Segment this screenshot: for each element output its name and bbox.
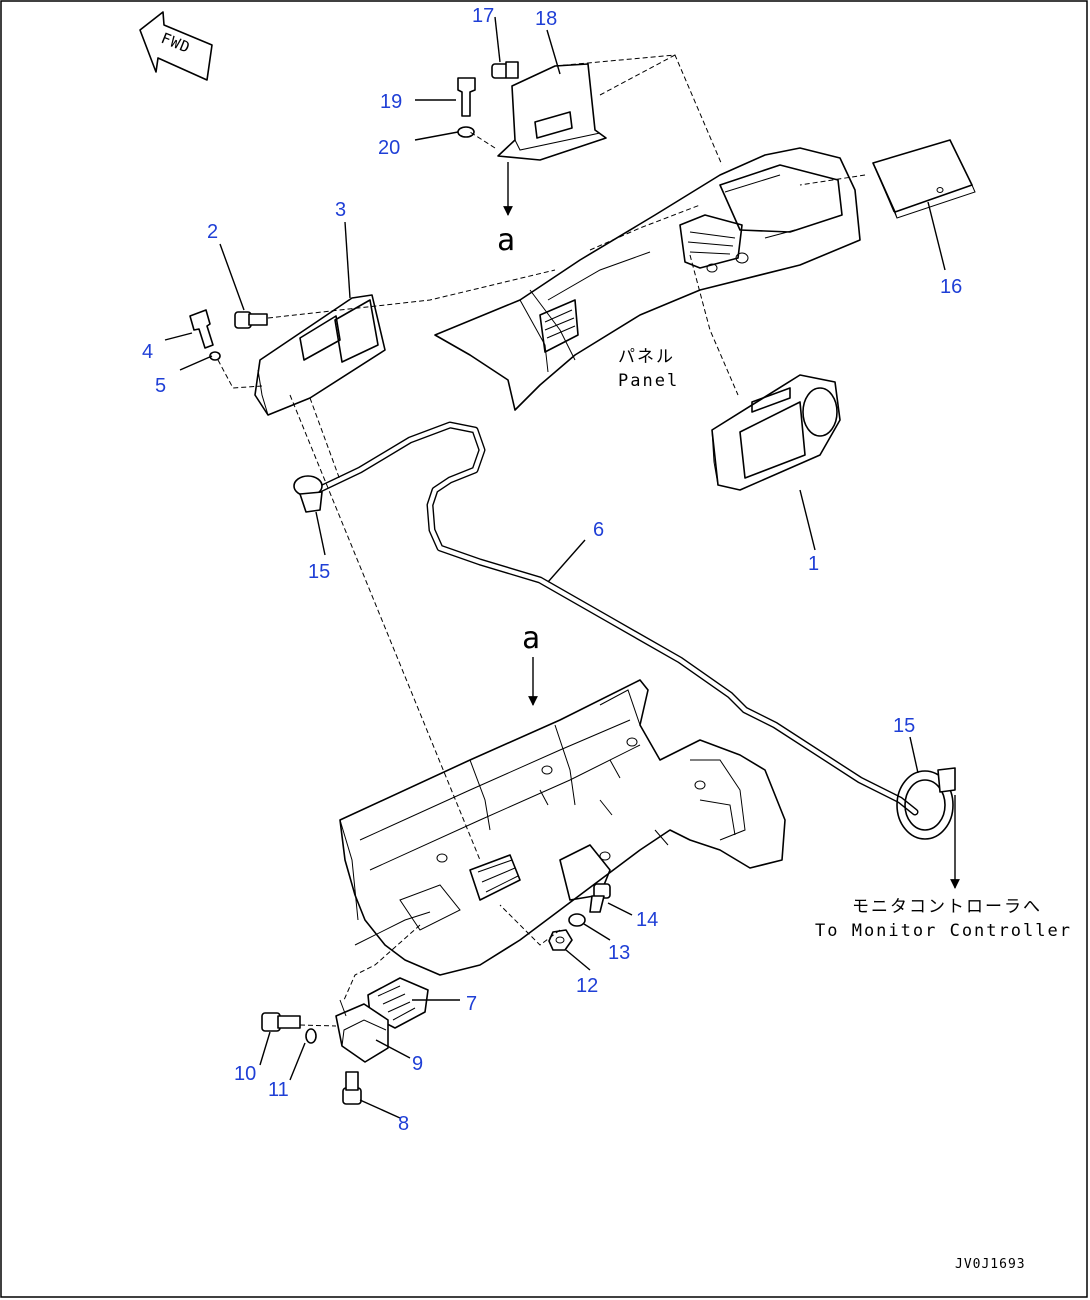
- part-number-14: 14: [636, 909, 658, 931]
- part-number-15-left: 15: [308, 561, 330, 583]
- panel-label-en: Panel: [618, 371, 679, 391]
- part-number-20: 20: [378, 137, 400, 159]
- part-number-10: 10: [234, 1063, 256, 1085]
- part-number-7: 7: [466, 993, 477, 1015]
- part-number-1: 1: [808, 553, 819, 575]
- washer-20: [457, 126, 475, 138]
- part-number-16: 16: [940, 276, 962, 298]
- clamp-15-left: [293, 475, 323, 513]
- fwd-arrow-icon: FWD: [139, 11, 213, 81]
- part-number-12: 12: [576, 975, 598, 997]
- wire-harness-6: [314, 421, 919, 816]
- module-16: [872, 139, 976, 219]
- nut-12: [548, 929, 573, 951]
- bolt-10: [261, 1012, 301, 1032]
- drawing-code: JV0J1693: [955, 1257, 1026, 1272]
- bolt-19: [457, 77, 476, 117]
- destination-label-en: To Monitor Controller: [815, 921, 1072, 941]
- part-number-13: 13: [608, 942, 630, 964]
- washer-11: [305, 1028, 317, 1044]
- view-label-a-top: a: [497, 223, 515, 258]
- bolt-4: [189, 309, 214, 349]
- bracket-9: [335, 999, 389, 1063]
- dashboard-frame-structure: [339, 679, 786, 976]
- fwd-label: FWD: [159, 29, 194, 57]
- plate-3: [254, 294, 386, 416]
- part-number-9: 9: [412, 1053, 423, 1075]
- part-number-labels: 17 18 19 20 2 3 4 5 16 1 6 15 15 14 13 1…: [142, 5, 962, 1135]
- part-number-19: 19: [380, 91, 402, 113]
- panel-label-jp: パネル: [618, 347, 675, 367]
- part-number-5: 5: [155, 375, 166, 397]
- part-number-3: 3: [335, 199, 346, 221]
- monitor-1: [711, 374, 841, 491]
- destination-label-jp: モニタコントローラへ: [852, 897, 1042, 917]
- washer-13: [568, 913, 586, 927]
- part-number-18: 18: [535, 8, 557, 30]
- part-number-15-right: 15: [893, 715, 915, 737]
- part-number-17: 17: [472, 5, 494, 27]
- part-number-2: 2: [207, 221, 218, 243]
- bolt-8: [342, 1071, 362, 1105]
- assembly-lines: [217, 54, 866, 1027]
- part-number-4: 4: [142, 341, 153, 363]
- part-number-11: 11: [268, 1079, 289, 1101]
- bolt-14: [589, 883, 611, 913]
- bolt-2: [234, 311, 268, 329]
- part-number-8: 8: [398, 1113, 409, 1135]
- leader-lines: [164, 16, 946, 1119]
- part-number-6: 6: [593, 519, 604, 541]
- view-label-a-bottom: a: [522, 621, 540, 656]
- clamp-15-right: [896, 767, 956, 840]
- dashboard-panel: [434, 147, 861, 411]
- bolt-17: [491, 61, 519, 79]
- washer-5: [209, 351, 221, 361]
